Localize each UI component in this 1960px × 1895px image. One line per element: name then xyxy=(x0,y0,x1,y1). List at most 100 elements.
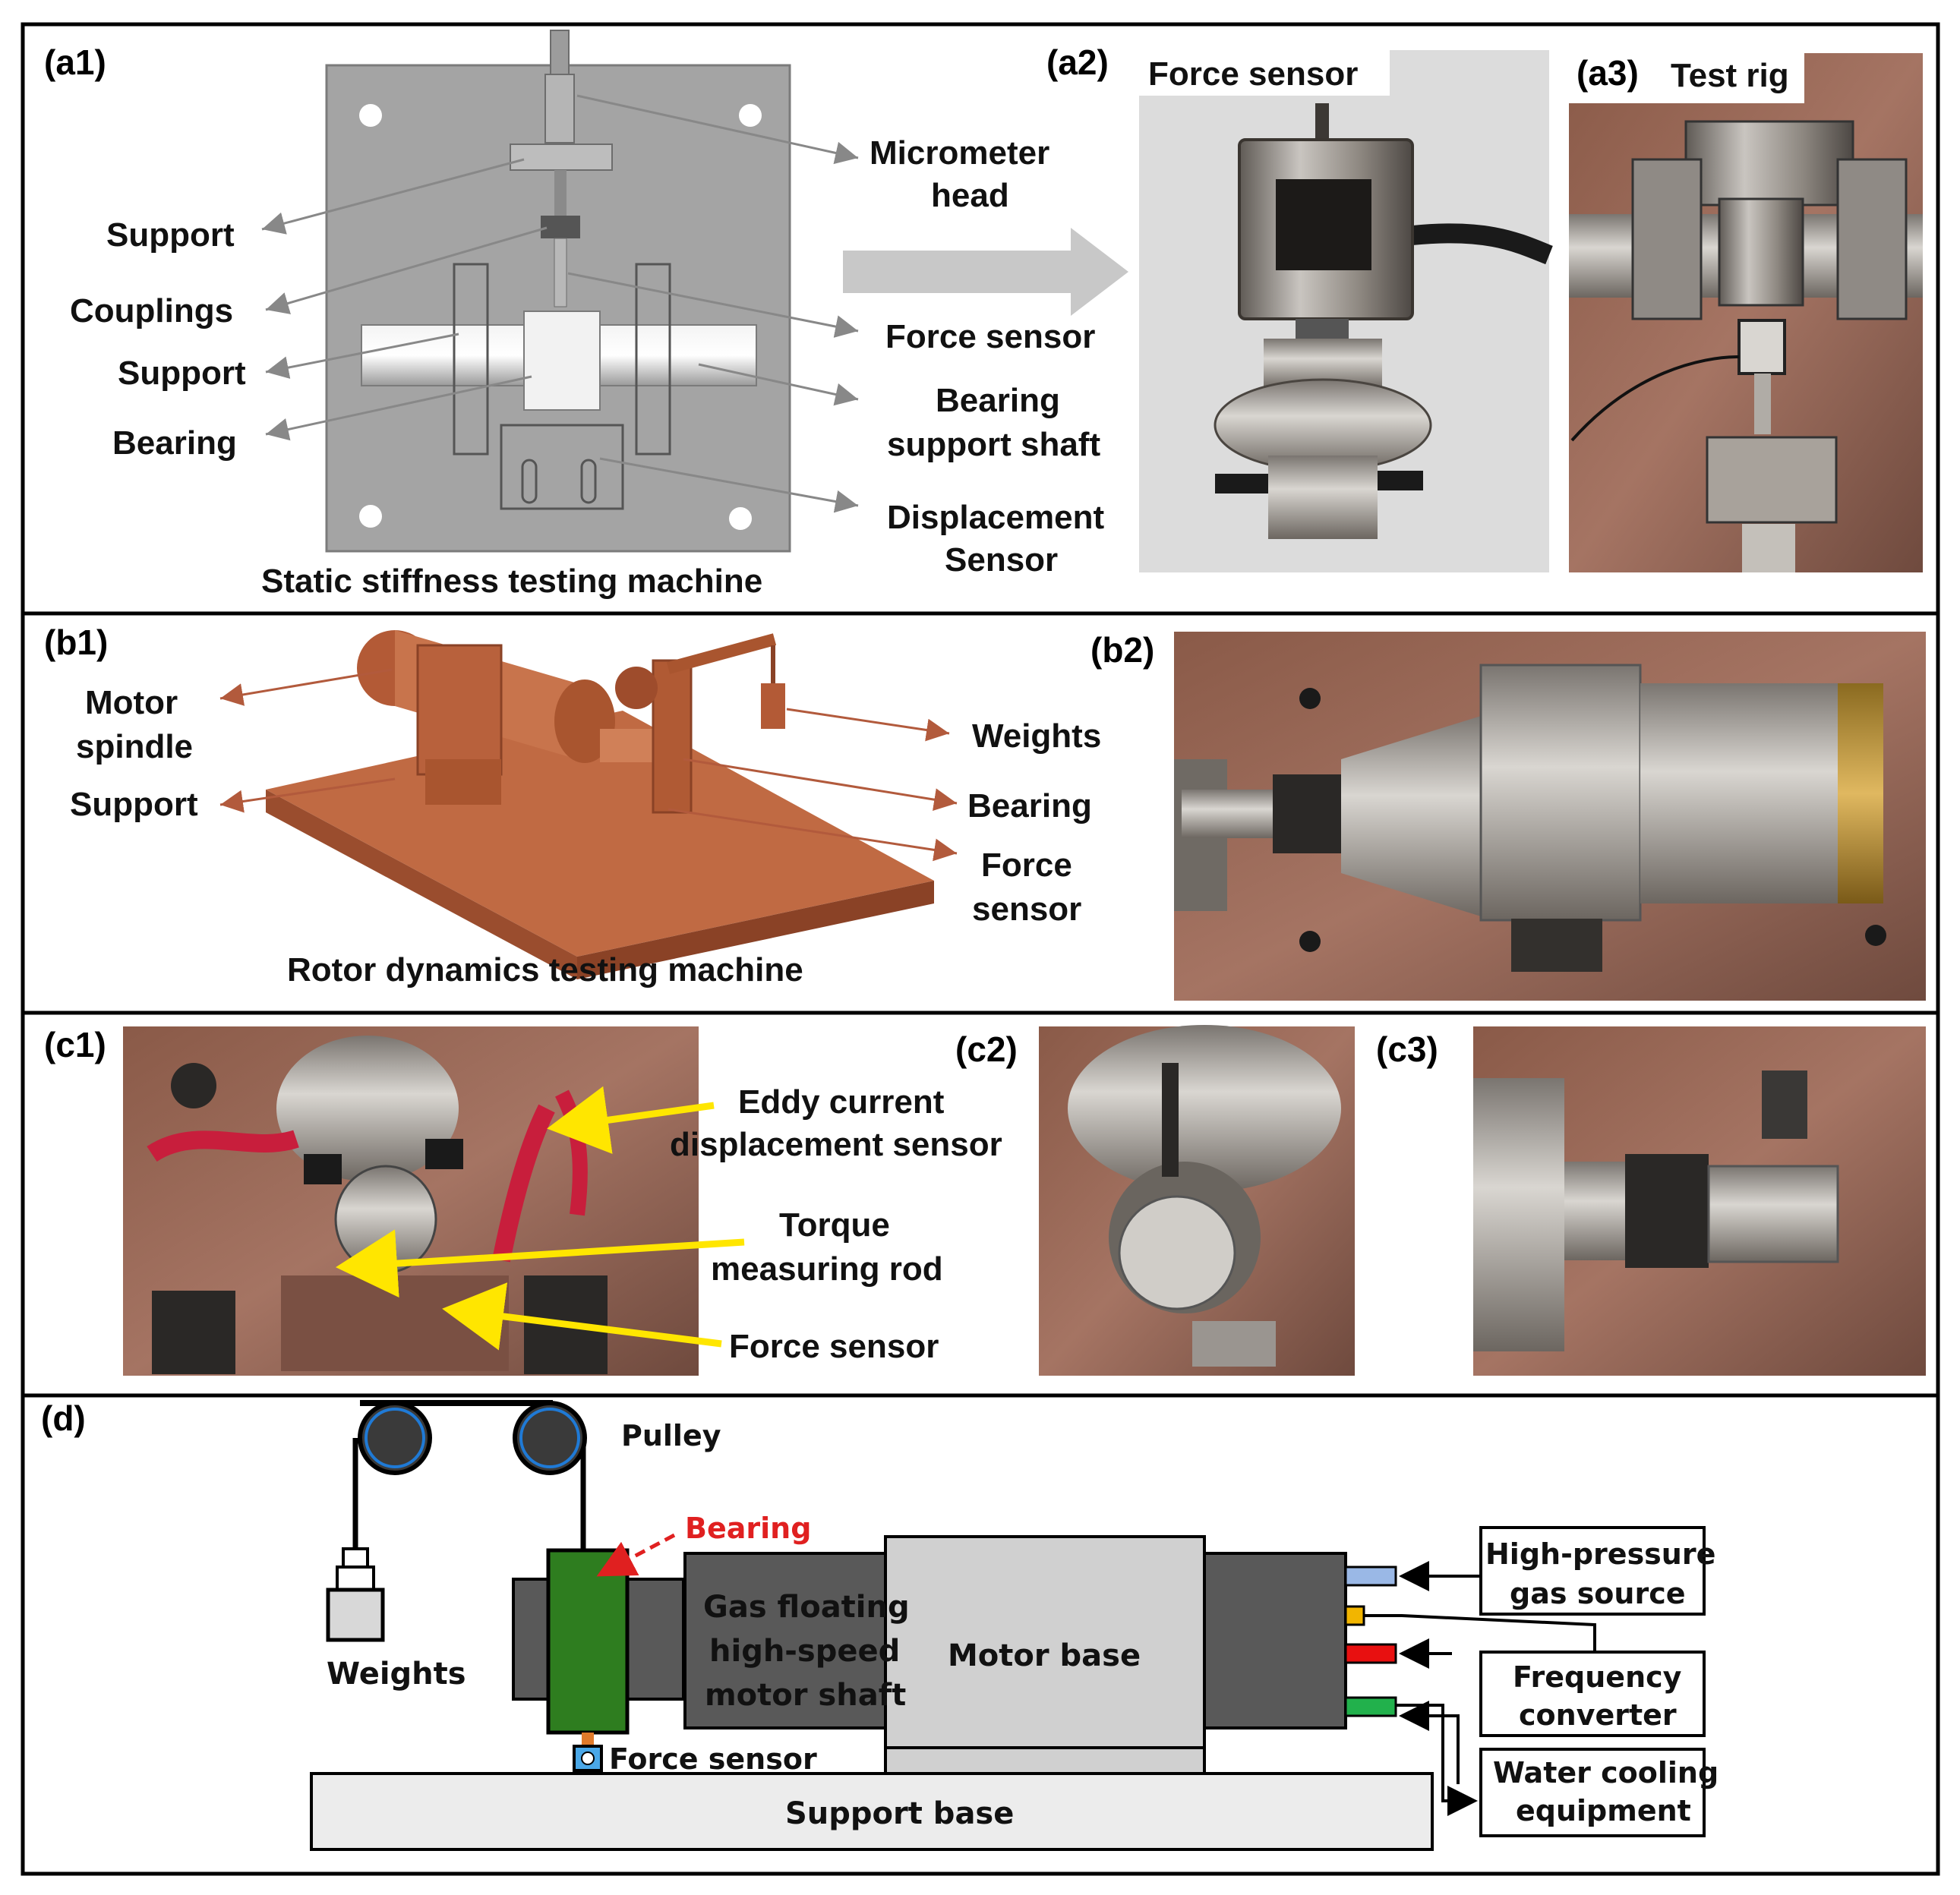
d-label-force-sensor: Force sensor xyxy=(609,1742,817,1776)
a1-bearing xyxy=(523,311,601,411)
b1-label-force-1: Force xyxy=(981,847,1072,884)
panel-d-frame xyxy=(21,1393,1940,1876)
d-label-water-2: equipment xyxy=(1516,1794,1691,1827)
d-line-freq-1 xyxy=(1364,1614,1596,1652)
a1-support-top xyxy=(510,143,613,171)
c1-label-torque-1: Torque xyxy=(779,1206,890,1244)
d-line-water-in xyxy=(1399,1701,1460,1784)
b1-arm xyxy=(666,633,777,674)
a3-force-sensor xyxy=(1737,319,1786,375)
d-label-shaft-1: Gas floating xyxy=(703,1590,910,1625)
d-port-red xyxy=(1344,1643,1397,1664)
b1-pulley xyxy=(615,667,658,709)
d-bearing-arrow xyxy=(596,1533,676,1577)
d-motor-rear xyxy=(1203,1552,1347,1729)
d-label-weights: Weights xyxy=(327,1657,466,1692)
a1-arrow-displacement xyxy=(599,457,859,513)
a1-arrow-support-mid xyxy=(265,333,459,379)
b2-hole xyxy=(1865,925,1886,946)
a3-base-block xyxy=(1706,436,1838,524)
a1-label-displacement-1: Displacement xyxy=(887,499,1104,536)
c1-arrow-force xyxy=(442,1282,722,1351)
c1-label-torque-2: measuring rod xyxy=(711,1250,943,1288)
a1-label-bearing-support-2: support shaft xyxy=(887,426,1100,463)
b2-nose xyxy=(1341,714,1488,919)
big-arrow-a xyxy=(843,228,1128,316)
d-box-water-cooling xyxy=(1479,1748,1706,1837)
a3-title: Test rig xyxy=(1671,57,1789,94)
tag-b1: (b1) xyxy=(44,623,108,662)
c3-motor-face xyxy=(1473,1078,1564,1351)
a2-screw xyxy=(1215,474,1268,493)
a1-slot xyxy=(521,459,538,504)
a1-label-couplings: Couplings xyxy=(70,292,233,329)
b2-brass-ring xyxy=(1838,683,1883,903)
tag-a3: (a3) xyxy=(1577,53,1639,93)
b2-motor-body xyxy=(1640,683,1838,903)
a1-label-micrometer-2: head xyxy=(931,177,1009,214)
c3-bearing xyxy=(1707,1165,1839,1263)
d-weights-hook xyxy=(342,1547,369,1569)
b1-label-bearing: Bearing xyxy=(967,787,1092,825)
d-port-water xyxy=(1344,1696,1397,1717)
c1-motor-face xyxy=(276,1036,459,1181)
d-label-freq-1: Frequency xyxy=(1513,1660,1682,1694)
a1-displacement-block xyxy=(500,424,624,510)
a2-screw xyxy=(1378,471,1423,490)
b1-label-motor-2: spindle xyxy=(76,728,193,765)
a1-caption: Static stiffness testing machine xyxy=(261,563,762,600)
c1-label-eddy-1: Eddy current xyxy=(738,1083,945,1121)
b2-foot xyxy=(1511,919,1602,972)
c2-motor-face xyxy=(1068,1025,1341,1192)
c3-shaft xyxy=(1564,1162,1625,1260)
a1-hole xyxy=(729,507,752,530)
b1-arrow-bearing xyxy=(683,758,958,812)
a3-title-bg xyxy=(1569,53,1804,103)
b2-hole xyxy=(1299,931,1321,952)
panel-a: (a1) (a2) (a3) Force sensor Test rig Sup… xyxy=(21,22,1940,616)
a1-arrow-bearing-shaft xyxy=(698,363,859,406)
a1-arrow-bearing xyxy=(265,375,532,441)
a1-label-bearing-support-1: Bearing xyxy=(936,382,1060,419)
d-weights-block xyxy=(326,1588,385,1642)
tag-d: (d) xyxy=(41,1398,86,1438)
a2-cable xyxy=(1411,223,1553,265)
d-label-shaft-3: motor shaft xyxy=(705,1678,906,1713)
c3-photo xyxy=(1473,1026,1926,1376)
c1-magnetic-base xyxy=(152,1291,235,1374)
d-pulley-left-rim xyxy=(365,1408,425,1468)
a1-hole xyxy=(739,104,762,127)
a1-force-sensor xyxy=(554,238,567,307)
d-motor-base-foot xyxy=(884,1746,1206,1775)
d-label-freq-2: converter xyxy=(1519,1698,1677,1732)
d-weights-neck xyxy=(336,1566,375,1591)
a1-label-support-mid: Support xyxy=(118,355,246,392)
a1-support-right xyxy=(635,263,671,456)
a1-support-left xyxy=(453,263,489,456)
a2-bolt xyxy=(1315,103,1329,141)
d-support-base xyxy=(310,1772,1434,1851)
b1-rendering xyxy=(219,630,958,979)
d-pulley-left xyxy=(358,1401,432,1475)
a2-base-cyl xyxy=(1268,456,1378,539)
a1-arrow-force xyxy=(567,272,859,338)
a1-arrow-micrometer xyxy=(576,94,859,165)
d-gas-floating-shaft xyxy=(683,1552,887,1729)
d-force-sensor-dot xyxy=(581,1752,595,1765)
a2-photo xyxy=(1139,50,1553,572)
tag-a2: (a2) xyxy=(1046,43,1109,82)
c1-sensor xyxy=(304,1154,342,1184)
b1-weights xyxy=(761,683,785,729)
b1-label-support: Support xyxy=(70,786,198,823)
b2-spindle-tip xyxy=(1182,790,1273,838)
c2-sensor-block xyxy=(1192,1321,1276,1367)
a3-right-support xyxy=(1836,158,1908,320)
a1-micrometer-body xyxy=(544,74,575,143)
b1-label-weights: Weights xyxy=(972,717,1101,755)
c1-arrow-eddy xyxy=(547,1086,715,1154)
d-label-gas-2: gas source xyxy=(1510,1577,1686,1610)
c2-photo xyxy=(1039,1025,1355,1376)
b2-hole xyxy=(1299,688,1321,709)
b1-label-motor-1: Motor xyxy=(85,684,178,721)
